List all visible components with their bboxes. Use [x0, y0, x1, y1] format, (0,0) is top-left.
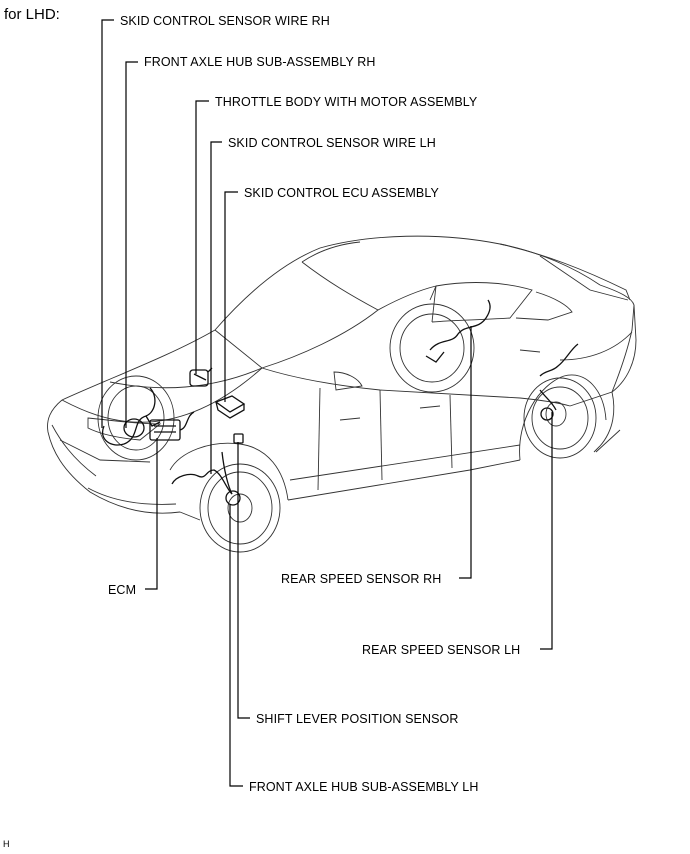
rear-speed-sensor-rh-part — [429, 299, 491, 351]
leader-skid-sensor-wire-lh — [210, 141, 222, 474]
leader-ecm — [145, 438, 158, 590]
front-hub-lh-part — [225, 490, 241, 506]
skid-sensor-wire-rh-part — [101, 387, 156, 446]
skid-ecu-part — [214, 395, 246, 419]
label-shift-lever-sensor: SHIFT LEVER POSITION SENSOR — [256, 712, 459, 726]
car-outline — [47, 235, 637, 553]
label-rear-speed-rh: REAR SPEED SENSOR RH — [281, 572, 442, 586]
label-skid-sensor-wire-rh: SKID CONTROL SENSOR WIRE RH — [120, 14, 330, 28]
highlighted-parts — [101, 299, 579, 506]
shift-lever-sensor-part — [233, 433, 244, 444]
leader-rear-speed-rh — [459, 326, 472, 579]
label-front-hub-rh: FRONT AXLE HUB SUB-ASSEMBLY RH — [144, 55, 376, 69]
leader-shift-lever-sensor — [237, 442, 250, 719]
ecm-part — [149, 419, 181, 441]
leader-rear-speed-lh — [540, 412, 553, 650]
label-ecm: ECM — [108, 583, 137, 597]
leader-front-hub-lh — [229, 504, 243, 787]
leader-throttle-body — [195, 100, 209, 374]
label-skid-ecu: SKID CONTROL ECU ASSEMBLY — [244, 186, 439, 200]
label-front-hub-lh: FRONT AXLE HUB SUB-ASSEMBLY LH — [249, 780, 479, 794]
skid-sensor-wire-lh-part — [171, 469, 233, 495]
leader-skid-sensor-wire-rh — [101, 19, 114, 428]
diagram-header: for LHD: — [4, 6, 60, 23]
leader-lines — [101, 19, 553, 787]
front-hub-rh-part — [123, 418, 145, 438]
label-skid-sensor-wire-lh: SKID CONTROL SENSOR WIRE LH — [228, 136, 436, 150]
leader-skid-ecu — [224, 191, 238, 402]
throttle-body-part — [189, 369, 209, 387]
label-rear-speed-lh: REAR SPEED SENSOR LH — [362, 643, 521, 657]
figure-code: H — [3, 839, 10, 849]
rear-speed-sensor-lh-part — [539, 343, 579, 377]
leader-front-hub-rh — [125, 61, 138, 428]
label-throttle-body: THROTTLE BODY WITH MOTOR ASSEMBLY — [215, 95, 478, 109]
